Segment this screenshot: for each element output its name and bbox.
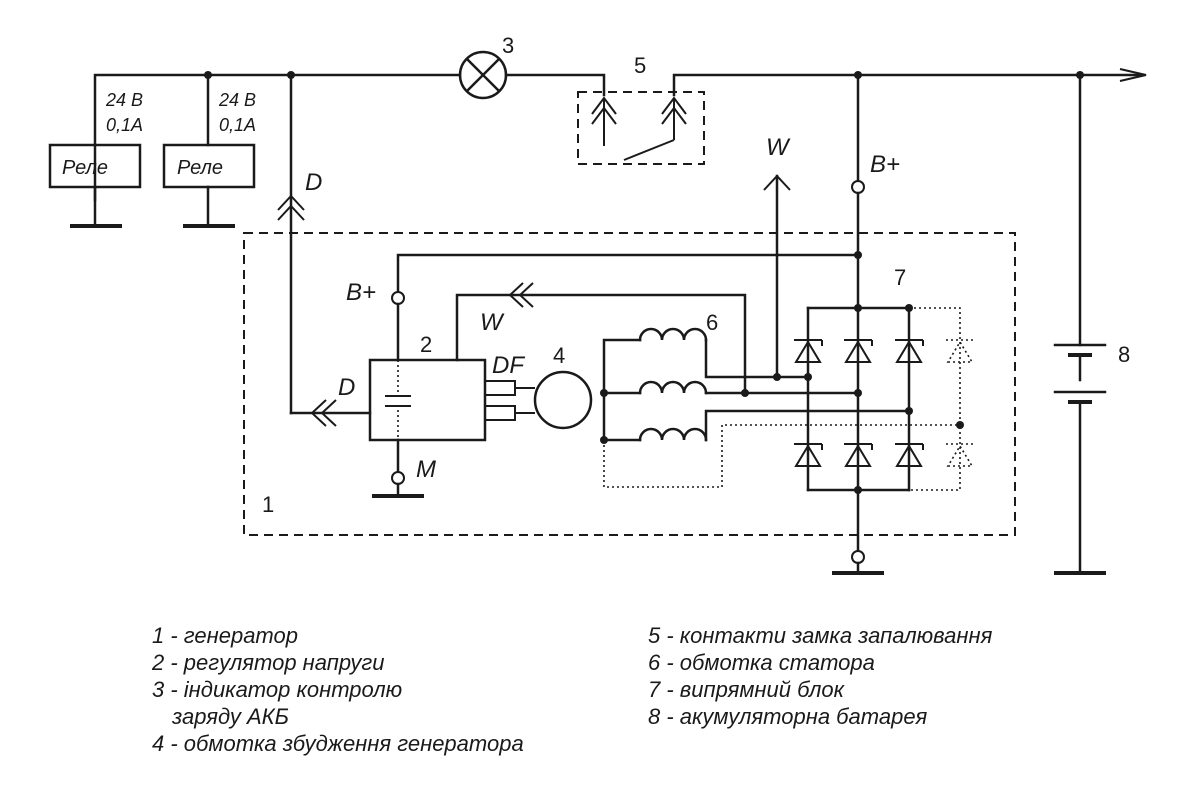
legend-right: 5 - контакти замка запалювання 6 - обмот…	[648, 622, 992, 730]
number-6: 6	[706, 310, 718, 335]
number-2: 2	[420, 332, 432, 357]
relay-1-label: Реле	[62, 157, 108, 179]
relay-1-voltage: 24 В	[105, 90, 143, 110]
relay-2	[162, 73, 256, 228]
legend-item-3-continued: заряду АКБ	[172, 704, 289, 729]
battery	[1053, 73, 1107, 575]
number-5: 5	[634, 53, 646, 78]
number-4: 4	[553, 343, 565, 368]
w-internal-wire	[455, 282, 747, 395]
legend-item-4: 4 - обмотка збудження генератора	[152, 731, 524, 756]
legend-item-6: 6 - обмотка статора	[648, 650, 875, 675]
ignition-switch-contacts	[577, 91, 705, 165]
field-winding-icon	[533, 370, 593, 430]
generator-boundary	[243, 232, 1016, 536]
legend-item-5: 5 - контакти замка запалювання	[648, 623, 993, 648]
rectifier-bridge	[794, 304, 974, 494]
w-outer-label: W	[766, 134, 791, 161]
relay-2-label: Реле	[177, 157, 223, 179]
indicator-lamp-icon	[458, 50, 508, 100]
legend-item-8: 8 - акумуляторна батарея	[648, 704, 928, 729]
b-plus-outer-label: B+	[870, 151, 900, 178]
relay-2-current: 0,1А	[219, 115, 256, 135]
top-bus-wire	[93, 68, 1147, 202]
b-plus-wire	[832, 73, 884, 575]
legend-left: 1 - генератор 2 - регулятор напруги 3 - …	[152, 622, 524, 757]
d-regulator-label: D	[338, 374, 355, 401]
voltage-regulator	[368, 358, 516, 498]
relay-2-voltage: 24 В	[218, 90, 256, 110]
legend-item-3: 3 - індикатор контролю	[152, 677, 403, 702]
legend-item-2: 2 - регулятор напруги	[152, 650, 385, 675]
m-label: M	[416, 456, 436, 483]
internal-b-plus-bus	[391, 251, 862, 362]
number-7: 7	[894, 265, 906, 290]
b-plus-regulator-label: B+	[346, 279, 376, 306]
w-output-arrow	[763, 174, 791, 379]
w-regulator-label: W	[480, 309, 505, 336]
number-1: 1	[262, 492, 274, 517]
number-8: 8	[1118, 342, 1130, 367]
relay-1-current: 0,1А	[106, 115, 143, 135]
relay-1	[48, 143, 142, 228]
d-wire	[277, 73, 372, 427]
number-3: 3	[502, 33, 514, 58]
legend-item-1: 1 - генератор	[152, 623, 298, 648]
df-label: DF	[492, 352, 525, 379]
legend-item-7: 7 - випрямний блок	[648, 677, 845, 702]
d-outer-label: D	[305, 169, 322, 196]
